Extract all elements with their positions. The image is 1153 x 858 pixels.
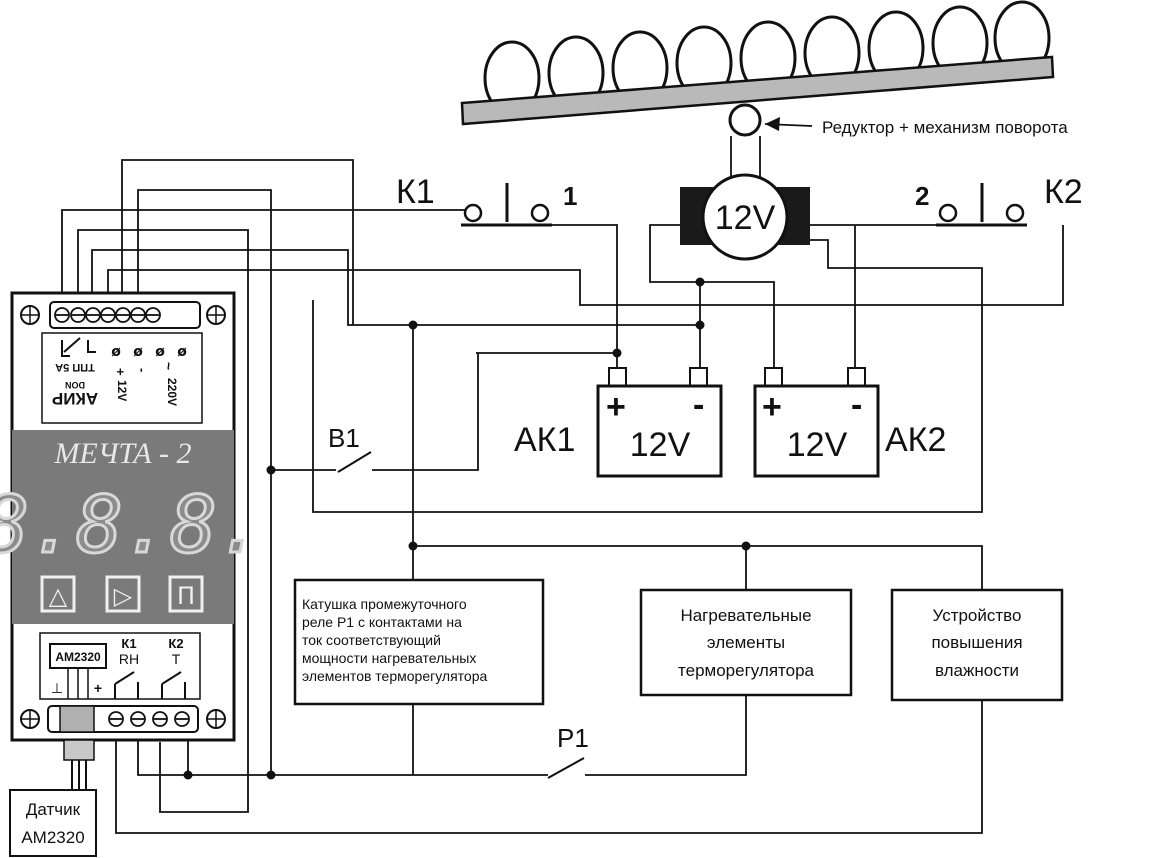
ac-label: 220V [165, 378, 179, 406]
ak1-voltage: 12V [630, 426, 691, 464]
k2-contact-label: 2 [915, 181, 929, 211]
k1-term-sub: RH [119, 651, 139, 667]
svg-text:ø: ø [177, 344, 187, 360]
button-up[interactable]: △ [40, 575, 76, 613]
svg-text:ø: ø [133, 344, 143, 360]
svg-text:Нагревательные: Нагревательные [680, 606, 811, 625]
k2-term-sub: T [172, 651, 181, 667]
terminal-marks: ø ø ø ø [111, 344, 187, 360]
svg-text:-: - [135, 368, 150, 372]
svg-text:элементы: элементы [707, 633, 785, 652]
k1-contact-label: 1 [563, 181, 577, 211]
brand-logo: АКИР [52, 389, 98, 408]
sensor-am2320: Датчик AM2320 [9, 739, 97, 857]
svg-text:-: - [851, 386, 862, 424]
svg-text:+: + [113, 368, 128, 376]
svg-text:ø: ø [155, 344, 165, 360]
svg-text:элементов терморегулятора: элементов терморегулятора [302, 668, 487, 684]
switch-k1: К1 1 [396, 173, 577, 227]
relay-rating: ТПП 5А [55, 361, 95, 373]
k2-term-label: К2 [168, 636, 183, 651]
svg-text:повышения: повышения [931, 633, 1022, 652]
svg-text:П: П [177, 582, 195, 610]
svg-text:△: △ [49, 582, 68, 610]
egg-tray: Редуктор + механизм поворота [460, 0, 1068, 137]
p1-label: Р1 [557, 723, 589, 753]
ak1-label: АК1 [514, 421, 575, 459]
svg-text:Датчик: Датчик [26, 800, 81, 819]
button-right[interactable]: ▷ [105, 575, 141, 613]
gearbox-label: Редуктор + механизм поворота [822, 118, 1068, 137]
button-p[interactable]: П [168, 575, 204, 613]
wires [61, 159, 1064, 834]
svg-text:Катушка промежуточного: Катушка промежуточного [302, 596, 467, 612]
svg-text:-: - [693, 386, 704, 424]
gnd-label: ⊥ [51, 680, 63, 696]
b1-label: В1 [328, 423, 360, 453]
svg-text:Устройство: Устройство [933, 606, 1022, 625]
plus-label: + [94, 680, 102, 696]
ac-symbol: ~ [161, 362, 177, 370]
sensor-label: AM2320 [55, 650, 101, 664]
switch-k2: К2 2 [915, 173, 1083, 227]
svg-text:ток соответствующий: ток соответствующий [302, 632, 441, 648]
svg-text:влажности: влажности [935, 661, 1019, 680]
k2-label: К2 [1044, 173, 1083, 211]
ak2-label: АК2 [885, 421, 946, 459]
tray-board [460, 55, 1055, 126]
gearbox-icon [728, 103, 762, 137]
svg-text:реле Р1 с контактами на: реле Р1 с контактами на [302, 614, 462, 630]
ak2-voltage: 12V [787, 426, 848, 464]
svg-text:▷: ▷ [114, 582, 133, 610]
dc-label: 12V [115, 380, 129, 401]
humidifier-box: Устройство повышения влажности [890, 588, 1064, 702]
svg-text:+: + [606, 388, 626, 426]
k1-term-label: К1 [121, 636, 136, 651]
motor-label: 12V [715, 199, 776, 237]
brand-small: DON [65, 380, 85, 390]
battery-ak2: + - 12V АК2 [753, 367, 946, 478]
k1-label: К1 [396, 173, 435, 211]
heater-box: Нагревательные элементы терморегулятора [639, 588, 853, 697]
svg-text:терморегулятора: терморегулятора [678, 661, 815, 680]
svg-text:мощности нагревательных: мощности нагревательных [302, 650, 476, 666]
eggs [483, 0, 1051, 116]
model-name: МЕЧТА - 2 [53, 437, 191, 470]
battery-ak1: + - 12V АК1 [514, 367, 723, 478]
relay-coil-box: Катушка промежуточного реле Р1 с контакт… [293, 578, 545, 706]
junction-dots [183, 277, 751, 780]
svg-text:AM2320: AM2320 [21, 828, 84, 847]
motor: 12V [680, 136, 810, 261]
svg-text:+: + [762, 388, 782, 426]
led-display: 8.8.8. [0, 481, 264, 571]
svg-text:ø: ø [111, 344, 121, 360]
controller: ТПП 5А DON АКИР ø ø ø ø + - 12V ~ 220V М… [0, 291, 265, 742]
